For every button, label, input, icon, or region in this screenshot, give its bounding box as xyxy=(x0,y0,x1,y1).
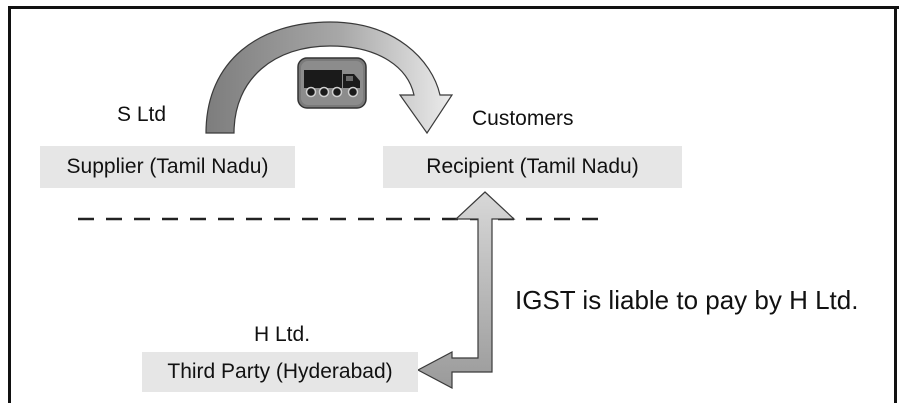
frame-border-top xyxy=(8,6,899,9)
curved-supply-arrow xyxy=(205,21,454,135)
third-party-entity-label: H Ltd. xyxy=(254,323,311,346)
recipient-entity-label: Customers xyxy=(472,107,574,130)
supplier-entity-label: S Ltd xyxy=(117,103,167,126)
truck-icon xyxy=(297,57,367,109)
frame-border-right xyxy=(894,6,897,403)
third-party-box: Third Party (Hyderabad) xyxy=(142,352,418,392)
third-party-arrow xyxy=(416,191,516,389)
supplier-box: Supplier (Tamil Nadu) xyxy=(40,146,295,188)
frame-border-left xyxy=(8,6,11,403)
recipient-box: Recipient (Tamil Nadu) xyxy=(383,146,682,188)
liability-note: IGST is liable to pay by H Ltd. xyxy=(515,285,859,315)
